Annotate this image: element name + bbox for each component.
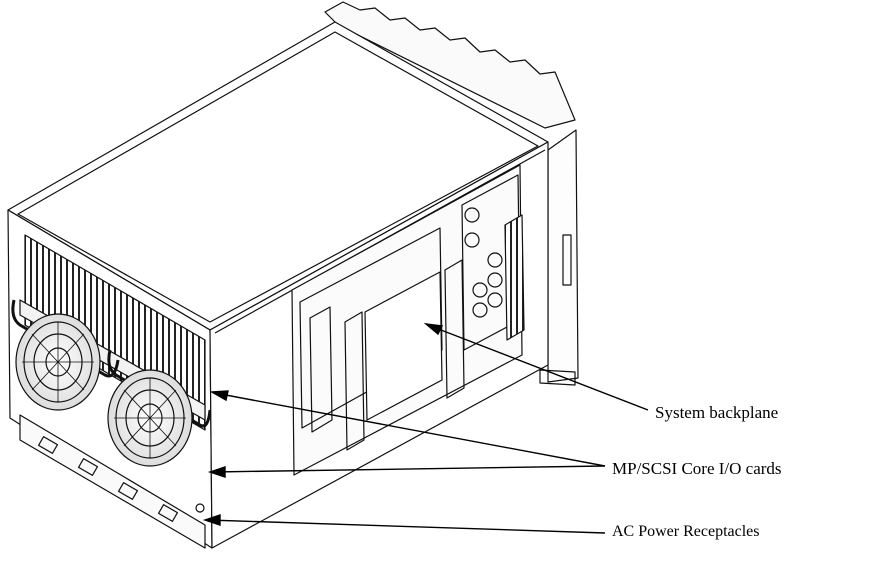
callout-arrow-io-upper [209,390,606,467]
callout-arrow-ac-power [202,514,606,534]
io-cards-label: MP/SCSI Core I/O cards [612,459,782,478]
rack-edge-cutoff [324,1,576,129]
callout-arrow-io-lower [207,465,606,478]
cooling-fan-right [107,369,193,467]
system-backplane-label: System backplane [655,403,779,422]
power-supply-base [19,414,206,549]
callout-arrow-backplane [423,323,649,411]
system-backplane [461,174,525,351]
callout-lines [202,323,649,534]
ac-power-label: AC Power Receptacles [612,523,760,540]
pci-card-slots [299,227,465,451]
cooling-fan-left [15,313,101,411]
